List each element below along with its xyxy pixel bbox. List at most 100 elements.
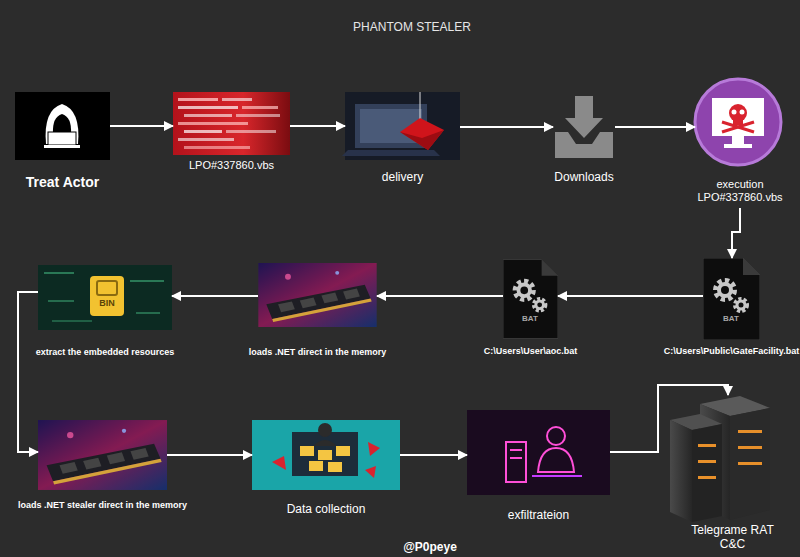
skull-eye: [740, 110, 745, 115]
flow-arrow: [377, 295, 503, 297]
file-type-tag: BAT: [522, 314, 538, 323]
flow-arrow: [610, 385, 728, 452]
envelope: [400, 118, 444, 150]
icon-circle: [695, 79, 781, 165]
skull-eye: [732, 110, 737, 115]
code-line: [184, 130, 222, 133]
hacker-illustration: [15, 92, 110, 160]
matrix-dots: [44, 272, 74, 274]
laptop: [48, 132, 76, 145]
process-step: loads .NET direct in the memory: [258, 263, 377, 375]
code-line: [226, 130, 276, 133]
step-caption: execution LPO#337860.vbs: [690, 178, 790, 204]
step-caption: delivery: [343, 170, 463, 184]
bin-file-glyph: [97, 281, 117, 295]
flow-arrow: [172, 295, 258, 297]
flow-arrow: [460, 126, 553, 128]
exfiltration-illustration: [467, 410, 610, 495]
code-line: [178, 122, 248, 125]
red-shape: [365, 466, 376, 478]
hood: [46, 104, 79, 144]
process-step: C:\Users\User\aoc.bat: [503, 258, 558, 358]
neon-server-slot: [510, 449, 522, 451]
face: [53, 114, 71, 134]
server-light: [738, 462, 762, 465]
download-icon: [555, 96, 613, 158]
process-step: execution LPO#337860.vbs: [695, 78, 785, 208]
neon-desk: [532, 475, 582, 477]
crossbone: [722, 122, 754, 132]
step-caption: extract the embedded resources: [20, 347, 190, 358]
code-line: [236, 114, 280, 117]
neon-body: [538, 448, 574, 472]
monitor-stand: [724, 144, 752, 148]
bin-file: [90, 276, 124, 316]
process-step: extract the embedded resources: [38, 265, 172, 360]
flow-arrow: [400, 454, 467, 456]
bat-file-icon: [703, 258, 760, 340]
envelope-flap: [400, 130, 444, 150]
step-caption: Telegrame RAT C&C: [685, 523, 781, 552]
code-line: [178, 98, 218, 101]
image-frame: [173, 92, 290, 155]
crossbone: [722, 122, 754, 132]
folder: [300, 446, 314, 456]
step-caption: loads .NET stealer direct in the memory: [13, 500, 193, 511]
server-light: [738, 430, 762, 433]
image-frame: [15, 92, 110, 160]
step-caption: loads .NET direct in the memory: [248, 347, 388, 358]
step-caption: Data collection: [246, 502, 406, 516]
server-front: [730, 408, 770, 520]
file-type-tag: BAT: [723, 314, 739, 323]
laptop-base: [44, 145, 80, 148]
data-collection-illustration: [252, 420, 400, 490]
neon-server: [506, 442, 526, 482]
process-step: loads .NET stealer direct in the memory: [38, 420, 167, 528]
neon-server-slot: [510, 457, 522, 459]
server-side: [670, 420, 692, 522]
person-body: [313, 440, 337, 446]
process-step: Downloads: [553, 95, 615, 185]
execution-icon: [695, 79, 781, 165]
process-step: C:\Users\Public\GateFacility.bat: [703, 258, 760, 358]
matrix-dots: [130, 280, 164, 282]
server-light: [698, 476, 716, 479]
server-illustration: [670, 396, 770, 522]
monitor: [712, 98, 764, 136]
matrix-dots: [48, 300, 74, 302]
image-frame: [467, 410, 610, 495]
step-caption: Treat Actor: [3, 174, 123, 191]
server-front: [692, 424, 722, 522]
folder: [318, 450, 332, 460]
code-line: [184, 114, 232, 117]
binary-illustration: [38, 265, 172, 330]
step-caption: LPO#337860.vbs: [167, 159, 297, 172]
image-frame: [252, 420, 400, 490]
download-arrow: [565, 96, 603, 138]
download-tray: [555, 132, 613, 158]
icon-ring: [695, 79, 781, 165]
flow-arrow: [110, 125, 173, 127]
server-light: [738, 446, 762, 449]
step-caption: exfiltrateion: [464, 508, 614, 522]
server-light: [698, 444, 716, 447]
person-head: [318, 423, 332, 437]
author-watermark: @P0peye: [403, 540, 457, 554]
flow-arrow: [290, 125, 345, 127]
flow-arrow: [558, 295, 703, 297]
image-frame: [38, 265, 172, 330]
server-light: [698, 460, 716, 463]
monitor-neck: [732, 136, 744, 144]
flow-arrow: [167, 454, 252, 456]
code-line: [178, 138, 234, 141]
code-line: [178, 106, 238, 109]
process-step: LPO#337860.vbs: [173, 92, 290, 174]
image-frame: [345, 92, 460, 160]
code-illustration: [173, 92, 290, 155]
flow-arrow: [732, 208, 740, 258]
fishing-line: [420, 92, 421, 118]
phishing-illustration: [342, 92, 460, 160]
process-step: exfiltrateion: [467, 410, 610, 522]
